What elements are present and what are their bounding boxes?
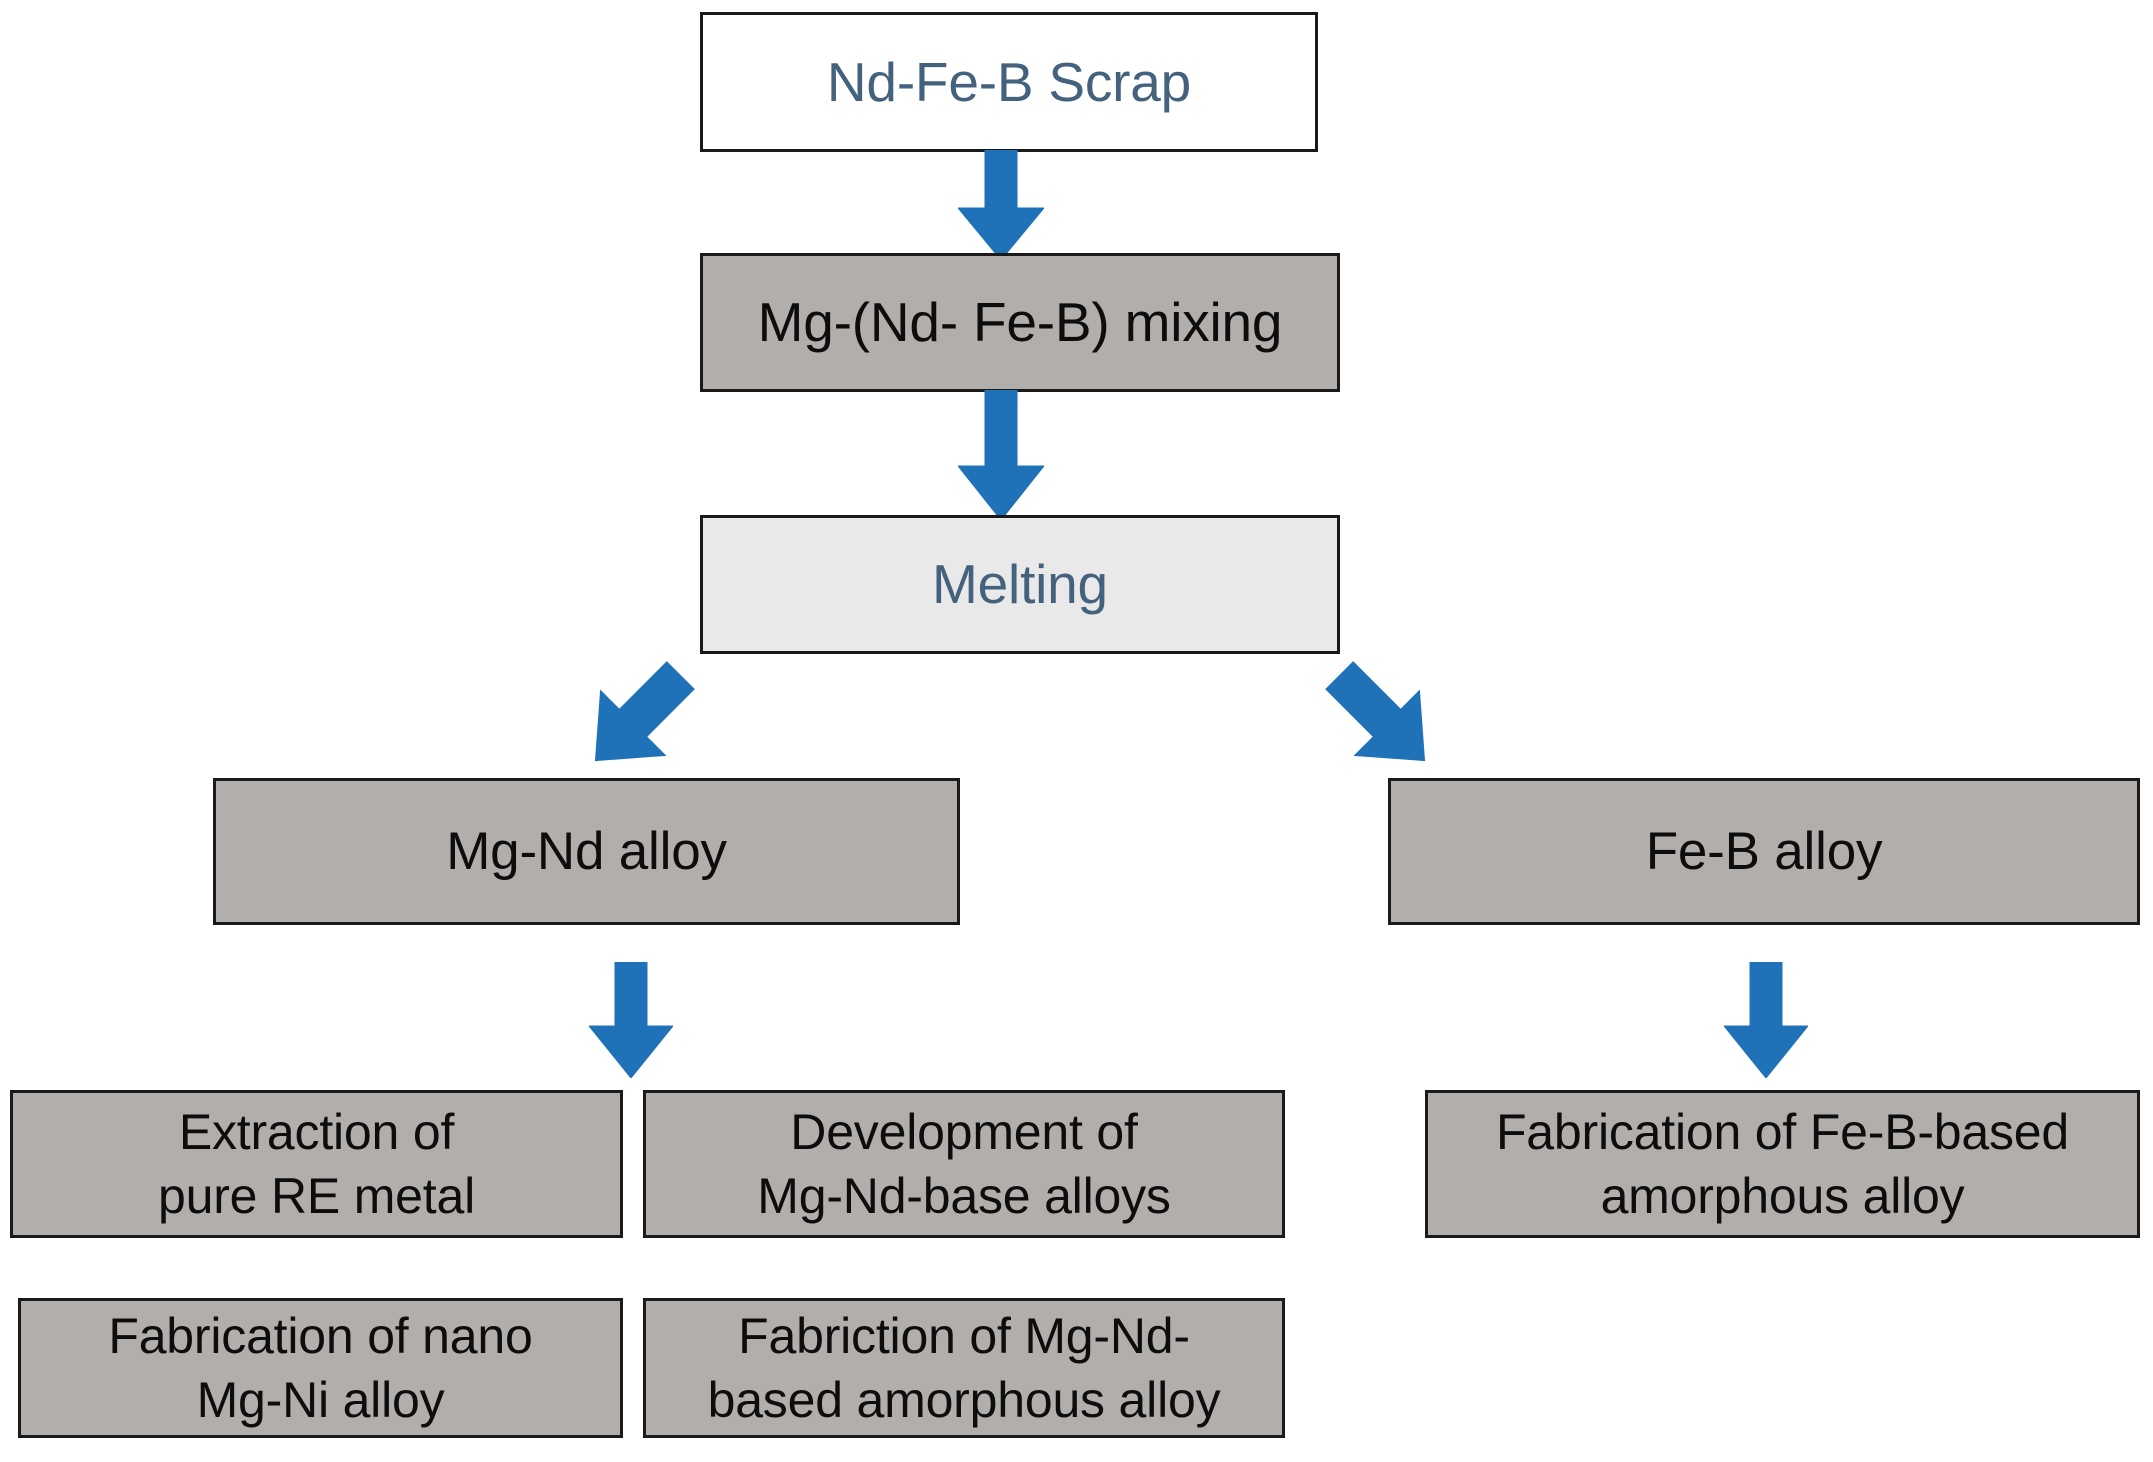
arrow-melting-to-fe-b-alloy: [1322, 658, 1442, 778]
arrow-mixing-to-melting: [958, 390, 1044, 520]
arrow-melting-to-mg-nd-alloy: [578, 658, 698, 778]
node-fabriction-of-mg-nd-based-amorphous-alloy[interactable]: Fabriction of Mg-Nd- based amorphous all…: [643, 1298, 1285, 1438]
arrow-fe-b-alloy-down: [1724, 962, 1808, 1078]
arrow-scrap-to-mixing: [958, 150, 1044, 260]
node-extraction-of-pure-re-metal[interactable]: Extraction of pure RE metal: [10, 1090, 623, 1238]
node-fe-b-alloy[interactable]: Fe-B alloy: [1388, 778, 2140, 925]
node-mg-nd-alloy[interactable]: Mg-Nd alloy: [213, 778, 960, 925]
node-mg-ndfeb-mixing[interactable]: Mg-(Nd- Fe-B) mixing: [700, 253, 1340, 392]
node-development-of-mg-nd-base-alloys[interactable]: Development of Mg-Nd-base alloys: [643, 1090, 1285, 1238]
node-nd-fe-b-scrap[interactable]: Nd-Fe-B Scrap: [700, 12, 1318, 152]
node-fabrication-of-nano-mg-ni-alloy[interactable]: Fabrication of nano Mg-Ni alloy: [18, 1298, 623, 1438]
arrow-mg-nd-alloy-down: [589, 962, 673, 1078]
node-fabrication-of-fe-b-based-amorphous-alloy[interactable]: Fabrication of Fe-B-based amorphous allo…: [1425, 1090, 2140, 1238]
node-melting[interactable]: Melting: [700, 515, 1340, 654]
